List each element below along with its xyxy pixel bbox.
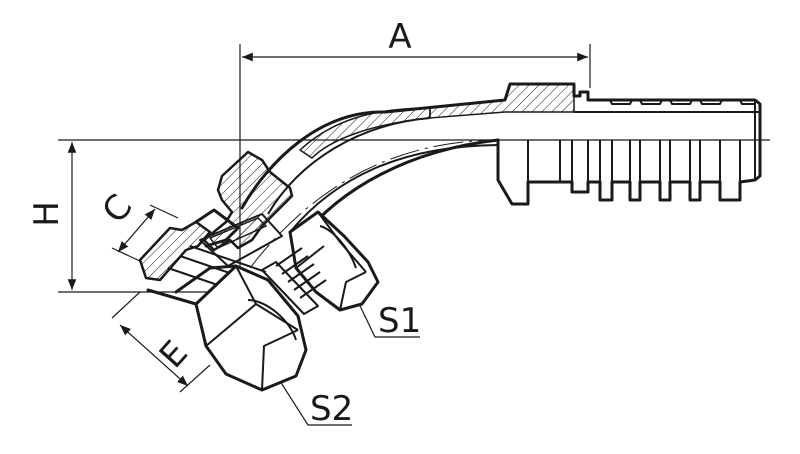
label-e: E: [152, 333, 196, 376]
s2-leader: [277, 377, 352, 426]
e-extension-1: [111, 291, 141, 319]
label-c: C: [95, 187, 141, 231]
label-s2: S2: [310, 389, 353, 429]
seal-head: [138, 150, 294, 295]
nut-s2: [146, 264, 308, 392]
e-extension-2: [179, 364, 211, 393]
nut-s1: [261, 210, 380, 315]
dimension-c-line: [117, 208, 156, 253]
c-extension-1: [149, 204, 179, 219]
label-h: H: [27, 201, 67, 227]
label-a: A: [388, 17, 411, 57]
dimension-lines: [58, 44, 770, 426]
hose-tail: [383, 82, 762, 206]
dimension-e-line: [119, 324, 189, 387]
label-s1: S1: [378, 301, 421, 341]
c-extension-2: [111, 247, 143, 263]
